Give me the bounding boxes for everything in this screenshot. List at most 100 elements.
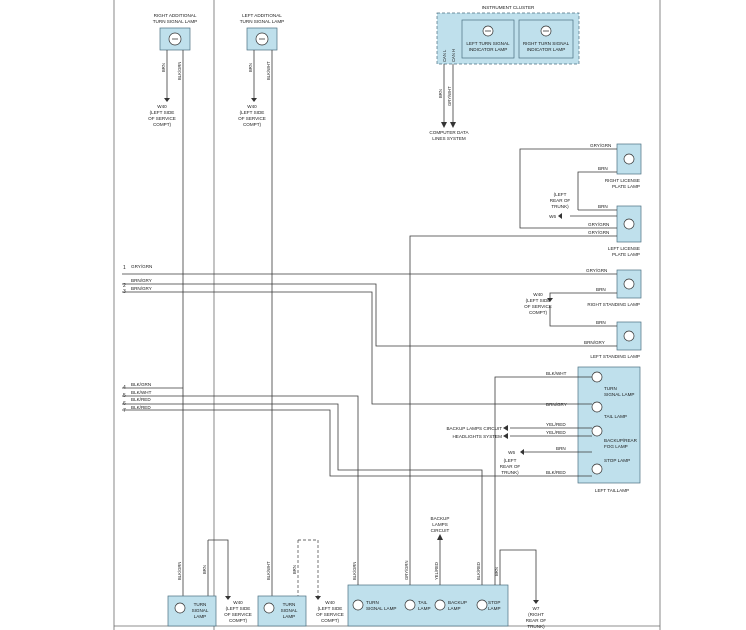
svg-text:OF SERVICE: OF SERVICE	[238, 116, 266, 121]
svg-text:7: 7	[123, 408, 126, 414]
svg-text:(LEFT SIDE: (LEFT SIDE	[318, 606, 343, 611]
svg-text:LAMP: LAMP	[488, 606, 501, 611]
svg-text:BLK/RED: BLK/RED	[476, 562, 481, 580]
svg-text:REAR OF: REAR OF	[550, 198, 571, 203]
svg-text:YEL/RED: YEL/RED	[546, 430, 566, 435]
svg-text:BRN/GRY: BRN/GRY	[584, 340, 605, 345]
bottom-tail-bulb-icon	[404, 599, 416, 611]
svg-text:BRN: BRN	[598, 204, 608, 209]
svg-text:INDICATOR LAMP: INDICATOR LAMP	[469, 47, 508, 52]
svg-text:LAMP: LAMP	[283, 614, 296, 619]
svg-text:TURN: TURN	[604, 386, 617, 391]
svg-text:CAN H: CAN H	[451, 49, 456, 62]
svg-text:(LEFT SIDE: (LEFT SIDE	[240, 110, 265, 115]
svg-text:BRN: BRN	[596, 287, 606, 292]
svg-text:GRY/GRN: GRY/GRN	[588, 222, 609, 227]
svg-text:SIGNAL: SIGNAL	[281, 608, 298, 613]
svg-text:GRY/GRN: GRY/GRN	[131, 264, 152, 269]
svg-text:TAIL: TAIL	[418, 600, 428, 605]
bottom-stop-bulb-icon	[476, 599, 488, 611]
svg-text:LEFT LICENSE: LEFT LICENSE	[608, 246, 640, 251]
svg-text:BRN: BRN	[556, 446, 566, 451]
svg-text:BACKUP: BACKUP	[431, 516, 450, 521]
svg-text:CIRCUIT: CIRCUIT	[431, 528, 450, 533]
svg-text:PLATE LAMP: PLATE LAMP	[612, 184, 640, 189]
svg-text:HEADLIGHTS SYSTEM: HEADLIGHTS SYSTEM	[452, 434, 502, 439]
svg-text:(RIGHT: (RIGHT	[528, 612, 544, 617]
svg-text:REAR OF: REAR OF	[526, 618, 547, 623]
ground-symbol-icon	[225, 596, 231, 600]
svg-text:1: 1	[123, 265, 126, 271]
svg-text:(LEFT: (LEFT	[504, 458, 517, 463]
svg-text:W40: W40	[247, 104, 257, 109]
bottom-turn-bulb-icon	[352, 599, 364, 611]
svg-text:BLK/RED: BLK/RED	[131, 397, 151, 402]
bottom-left-turn-lamp-box	[257, 595, 307, 627]
svg-text:SIGNAL LAMP: SIGNAL LAMP	[604, 392, 634, 397]
tail-bulb-icon	[591, 401, 603, 413]
bottom-turn-bulb-icon	[263, 602, 275, 614]
bottom-backup-bulb-icon	[434, 599, 446, 611]
right-standing-bulb-icon	[623, 278, 635, 290]
ground-symbol-icon	[251, 98, 257, 102]
svg-text:BACKUP: BACKUP	[448, 600, 467, 605]
svg-text:STOP: STOP	[488, 600, 500, 605]
svg-text:COMPT): COMPT)	[243, 122, 262, 127]
svg-text:YEL/RED: YEL/RED	[546, 422, 566, 427]
left-taillamp-label: LEFT TAILLAMP	[595, 488, 629, 493]
svg-text:BLK/GRN: BLK/GRN	[177, 562, 182, 580]
svg-text:OF SERVICE: OF SERVICE	[148, 116, 176, 121]
ground-symbol-icon	[547, 298, 553, 302]
svg-text:2: 2	[123, 283, 126, 289]
svg-text:BACKUP/REAR: BACKUP/REAR	[604, 438, 638, 443]
svg-text:BRN/GRY: BRN/GRY	[131, 278, 152, 283]
svg-text:BLK/WHT: BLK/WHT	[266, 561, 271, 580]
arrow-left-icon	[503, 425, 508, 431]
svg-text:GRY/GRN: GRY/GRN	[590, 143, 611, 148]
svg-text:W6: W6	[508, 450, 515, 455]
svg-text:BACKUP LAMPS CIRCUIT: BACKUP LAMPS CIRCUIT	[446, 426, 502, 431]
svg-text:YEL/RED: YEL/RED	[434, 562, 439, 580]
svg-text:LAMP: LAMP	[194, 614, 207, 619]
svg-text:COMPT): COMPT)	[153, 122, 172, 127]
ground-symbol-icon	[533, 600, 539, 604]
right-additional-label-1: RIGHT ADDITIONAL	[154, 13, 197, 18]
computer-data-lines-label: COMPUTER DATA	[429, 130, 469, 135]
svg-text:GRY/GRN: GRY/GRN	[586, 268, 607, 273]
svg-text:OF SERVICE: OF SERVICE	[316, 612, 344, 617]
svg-text:(LEFT SIDE: (LEFT SIDE	[150, 110, 175, 115]
backup-bulb-icon	[591, 425, 603, 437]
svg-text:BRN/GRY: BRN/GRY	[546, 402, 567, 407]
svg-text:BRN: BRN	[494, 567, 499, 576]
svg-text:TRUNK): TRUNK)	[501, 470, 519, 475]
svg-text:BLK/WHT: BLK/WHT	[546, 371, 567, 376]
left-additional-label-1: LEFT ADDITIONAL	[242, 13, 282, 18]
svg-text:RIGHT TURN SIGNAL: RIGHT TURN SIGNAL	[523, 41, 570, 46]
svg-text:BRN: BRN	[202, 565, 207, 574]
right-additional-label-2: TURN SIGNAL LAMP	[153, 19, 198, 24]
svg-text:INDICATOR LAMP: INDICATOR LAMP	[527, 47, 566, 52]
svg-text:COMPT): COMPT)	[229, 618, 248, 623]
svg-text:BRN: BRN	[596, 320, 606, 325]
left-license-bulb-icon	[623, 218, 635, 230]
turn-signal-bulb-icon	[591, 371, 603, 383]
svg-text:CAN L: CAN L	[442, 49, 447, 62]
svg-text:BRN/GRY: BRN/GRY	[131, 286, 152, 291]
svg-text:W6: W6	[549, 214, 556, 219]
ground-symbol-icon	[315, 596, 321, 600]
svg-text:LINES SYSTEM: LINES SYSTEM	[432, 136, 466, 141]
svg-text:W7: W7	[533, 606, 540, 611]
svg-text:RIGHT STANDING LAMP: RIGHT STANDING LAMP	[587, 302, 640, 307]
svg-text:W40: W40	[157, 104, 167, 109]
svg-text:PLATE LAMP: PLATE LAMP	[612, 252, 640, 257]
svg-text:STOP LAMP: STOP LAMP	[604, 458, 630, 463]
svg-text:GRY/GRN: GRY/GRN	[404, 561, 409, 580]
svg-text:LEFT STANDING LAMP: LEFT STANDING LAMP	[590, 354, 640, 359]
svg-text:GRY/GRN: GRY/GRN	[588, 230, 609, 235]
svg-text:GRY/WHT: GRY/WHT	[447, 86, 452, 106]
svg-text:LAMPS: LAMPS	[432, 522, 448, 527]
svg-text:BLK/RED: BLK/RED	[131, 405, 151, 410]
arrow-left-icon	[503, 433, 508, 439]
left-taillamp-box	[577, 366, 641, 484]
